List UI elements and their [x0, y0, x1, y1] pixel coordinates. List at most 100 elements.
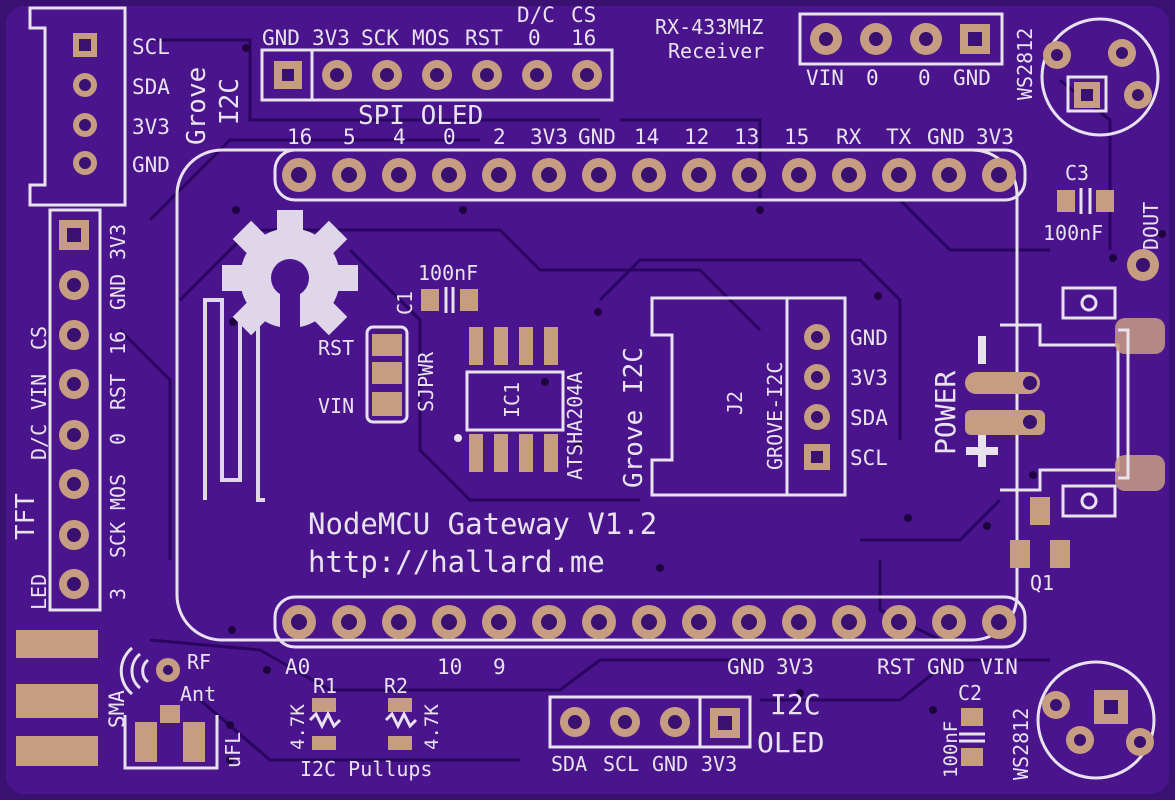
tft-header: 3V3 GND 16 RST 0 MOS SCK 3 CS VIN D/C LE…: [11, 208, 130, 612]
grove-center-title: Grove I2C: [619, 347, 649, 488]
nodemcu-top-pin-label: GND: [927, 125, 965, 149]
power-label: POWER: [929, 371, 962, 455]
nodemcu-bottom-pin-label: GND: [727, 655, 765, 679]
pad-drill-hole: [791, 167, 807, 183]
grove-left-title-a: Grove: [182, 67, 212, 145]
spi-oled-cs-label: CS: [571, 3, 596, 27]
spi-oled-title: SPI OLED: [358, 101, 483, 131]
pad-drill-hole: [391, 614, 407, 630]
spi-oled-pin-sck: SCK: [361, 26, 399, 50]
sjpwr-jumper: RST VIN SJPWR: [318, 325, 438, 424]
rx433-pin-vin: VIN: [806, 66, 844, 90]
pad-drill-hole: [791, 614, 807, 630]
pad-drill-hole: [291, 167, 307, 183]
c2-capacitor: C2 100nF: [940, 681, 985, 778]
tft-pin-3: 3: [106, 588, 130, 600]
nodemcu-top-pin-label: 15: [784, 125, 809, 149]
c3-capacitor: C3 100nF: [1043, 161, 1114, 245]
power-connector: POWER: [929, 286, 1165, 518]
grove-left-pin-scl: SCL: [132, 35, 170, 59]
r2-value: 4.7K: [421, 704, 443, 750]
pad-drill-hole: [541, 167, 557, 183]
pad-drill-hole: [341, 614, 357, 630]
nodemcu-top-pin-label: TX: [886, 125, 912, 149]
i2c-oled-header: SDA SCL GND 3V3 I2C OLED: [548, 688, 824, 776]
tft-pin-3v3: 3V3: [106, 224, 130, 260]
rx433-title-b: Receiver: [668, 39, 764, 63]
c1-capacitor: 100nF C1: [393, 261, 478, 315]
r1-name: R1: [313, 674, 337, 698]
c3-name: C3: [1065, 161, 1089, 185]
i2c-oled-pin-scl: SCL: [603, 752, 639, 776]
grove-center-pin-scl: SCL: [850, 446, 888, 470]
grove-i2c-left: SCL SDA 3V3 GND Grove I2C: [28, 6, 245, 207]
pad-drill-hole: [491, 614, 507, 630]
pad-drill-hole: [691, 614, 707, 630]
i2c-oled-title-a: I2C: [770, 688, 821, 721]
grove-i2c-center: Grove I2C J2 GROVE-I2C GND 3V3 SDA SCL: [619, 296, 888, 497]
c3-value: 100nF: [1043, 221, 1103, 245]
nodemcu-bottom-pin-label: 9: [493, 655, 506, 679]
tft-pin-mos: MOS: [106, 474, 130, 510]
spi-oled-pin-rst: RST: [465, 26, 503, 50]
nodemcu-bottom-pin-label: RST: [877, 655, 915, 679]
nodemcu-bottom-pin-label: 3V3: [776, 655, 814, 679]
i2c-oled-title-b: OLED: [757, 726, 824, 759]
q1-transistor: Q1: [1010, 497, 1070, 595]
ic1-chip: IC1 ATSHA204A: [454, 327, 587, 480]
pad-drill-hole: [441, 614, 457, 630]
tft-pin-dc: D/C: [27, 424, 51, 460]
rx433-receiver: RX-433MHZ Receiver VIN 0 0 GND: [655, 12, 1004, 90]
pad-drill-hole: [641, 167, 657, 183]
spi-oled-pin-3v3: 3V3: [312, 26, 350, 50]
i2c-oled-pin-sda: SDA: [551, 752, 587, 776]
nodemcu-top-pin-label: 16: [287, 125, 312, 149]
rx433-pin-0b: 0: [918, 66, 931, 90]
pad-drill-hole: [941, 167, 957, 183]
i2c-oled-pin-3v3: 3V3: [701, 752, 737, 776]
pad-drill-hole: [591, 614, 607, 630]
pad-drill-hole: [941, 614, 957, 630]
tft-pin-gnd: GND: [106, 274, 130, 310]
i2c-pullups: R1 R2 4.7K 4.7K I2C Pullups: [287, 674, 443, 781]
ant-label: Ant: [180, 682, 216, 706]
ws2812-bottom-label: WS2812: [1009, 708, 1033, 780]
i2c-oled-pin-gnd: GND: [652, 752, 688, 776]
sjpwr-rst: RST: [318, 336, 354, 360]
nodemcu-bottom-pin-label: 10: [437, 655, 462, 679]
nodemcu-top-pin-label: 5: [343, 125, 356, 149]
pcb-antenna-trace: [203, 298, 265, 502]
c2-name: C2: [958, 681, 982, 705]
grove-center-pin-3v3: 3V3: [850, 366, 888, 390]
nodemcu-top-pin-label: 14: [634, 125, 659, 149]
pad-drill-hole: [491, 167, 507, 183]
rx433-pin-0a: 0: [866, 66, 879, 90]
c2-value: 100nF: [940, 721, 962, 778]
pad-drill-hole: [591, 167, 607, 183]
ufl-label: uFL: [221, 732, 245, 768]
spi-oled-pin-0: 0: [528, 26, 541, 50]
grove-left-pin-gnd: GND: [132, 153, 170, 177]
pad-drill-hole: [891, 167, 907, 183]
nodemcu-top-pin-label: 12: [684, 125, 709, 149]
tft-pin-0: 0: [106, 433, 130, 445]
pad-drill-hole: [741, 167, 757, 183]
board-url: http://hallard.me: [308, 545, 605, 579]
pad-drill-hole: [741, 614, 757, 630]
nodemcu-top-pin-label: RX: [836, 125, 862, 149]
pad-drill-hole: [841, 614, 857, 630]
spi-oled-header: D/C CS GND 3V3 SCK MOS RST 0 16 SPI OLED: [260, 3, 614, 131]
sjpwr-vin: VIN: [318, 394, 354, 418]
pad-drill-hole: [641, 614, 657, 630]
q1-name: Q1: [1030, 571, 1054, 595]
grove-center-name: J2: [723, 391, 747, 415]
pad-drill-hole: [341, 167, 357, 183]
rx433-pin-gnd: GND: [953, 66, 991, 90]
grove-center-pin-gnd: GND: [850, 326, 888, 350]
c1-name: C1: [393, 291, 417, 315]
tft-pin-16: 16: [106, 331, 130, 355]
pad-drill-hole: [541, 614, 557, 630]
tft-pin-rst: RST: [106, 374, 130, 410]
rf-label: RF: [187, 650, 211, 674]
